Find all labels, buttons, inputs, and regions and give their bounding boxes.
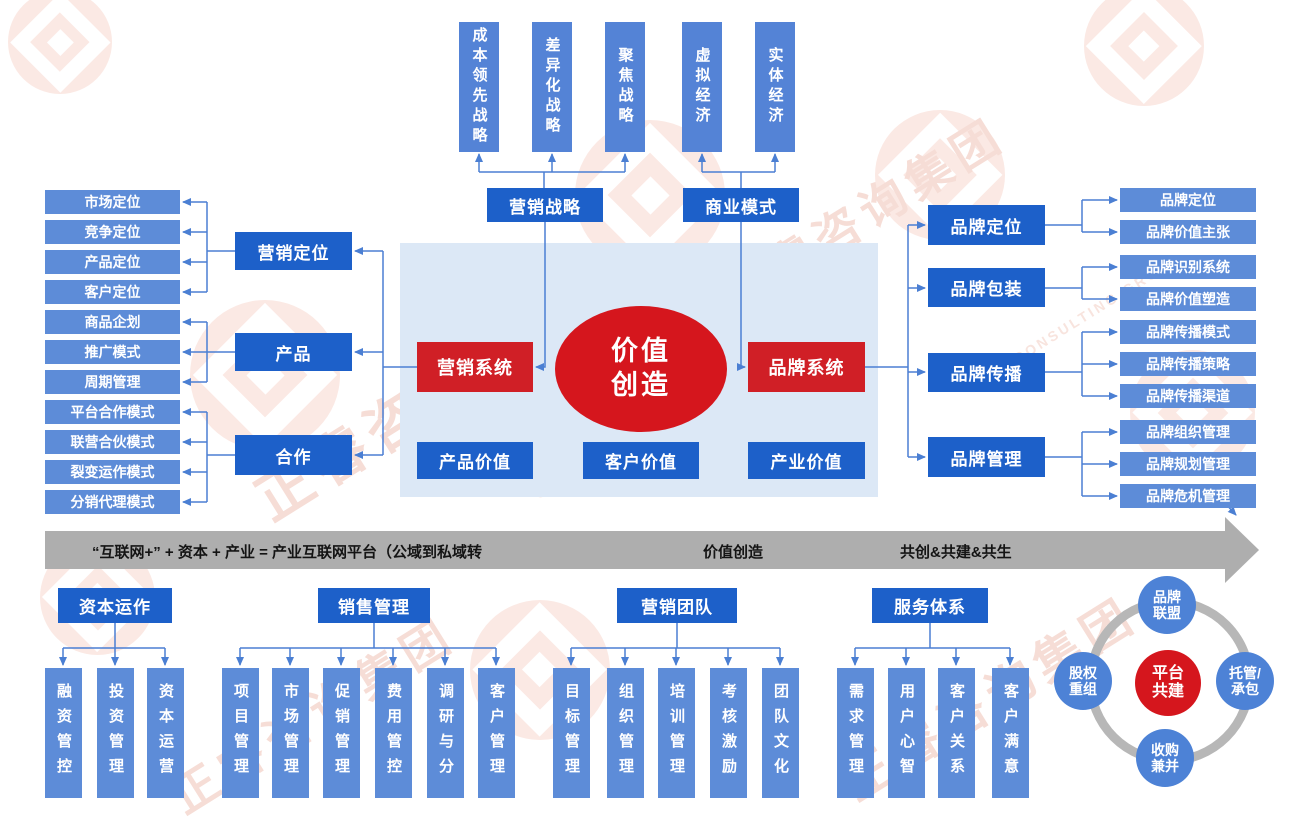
bottom-item: 目标管理	[553, 668, 590, 798]
platform-cobuild-line: 平台	[1151, 664, 1184, 682]
merger-acquisition-circle: 收购 兼并	[1136, 729, 1194, 787]
bottom-item: 用户心智	[888, 668, 925, 798]
bottom-item: 调研与分	[427, 668, 464, 798]
bottom-item: 团队文化	[762, 668, 799, 798]
satellite-line: 联盟	[1153, 605, 1181, 621]
right-item: 品牌组织管理	[1120, 420, 1256, 444]
economy-box-virtual: 虚拟经济	[682, 22, 722, 152]
bottom-item: 费用管控	[375, 668, 412, 798]
platform-cobuild-line: 共建	[1151, 683, 1184, 700]
right-item: 品牌识别系统	[1120, 255, 1256, 279]
brand-system-box: 品牌系统	[748, 342, 865, 392]
right-item: 品牌传播渠道	[1120, 384, 1256, 408]
marketing-positioning-box: 营销定位	[235, 232, 352, 270]
band-cocreation-text: 共创&共建&共生	[900, 544, 1012, 561]
left-item: 产品定位	[45, 250, 180, 274]
brand-positioning-box: 品牌定位	[928, 205, 1045, 245]
customer-value-box: 客户价值	[583, 442, 699, 479]
marketing-strategy-box: 营销战略	[487, 188, 603, 222]
capital-operation-header: 资本运作	[58, 588, 172, 623]
service-system-header: 服务体系	[872, 588, 988, 623]
right-item: 品牌传播模式	[1120, 320, 1256, 344]
bottom-item: 促销管理	[323, 668, 360, 798]
left-item: 分销代理模式	[45, 490, 180, 514]
bottom-item: 市场管理	[272, 668, 309, 798]
satellite-line: 承包	[1231, 681, 1259, 697]
bottom-item: 融资管控	[45, 668, 82, 798]
flow-band-arrowhead	[1225, 517, 1259, 583]
watermark-logo	[1084, 0, 1204, 106]
left-item: 推广模式	[45, 340, 180, 364]
right-item: 品牌定位	[1120, 188, 1256, 212]
bottom-item: 项目管理	[222, 668, 259, 798]
satellite-line: 品牌	[1153, 588, 1181, 605]
right-item: 品牌价值主张	[1120, 220, 1256, 244]
left-item: 市场定位	[45, 190, 180, 214]
right-item: 品牌危机管理	[1120, 484, 1256, 508]
bottom-item: 资本运营	[147, 668, 184, 798]
satellite-line: 重组	[1069, 681, 1097, 697]
strategy-box-focus: 聚焦战略	[605, 22, 645, 152]
bottom-item: 投资管理	[97, 668, 134, 798]
strategy-box-cost-leadership: 成本领先战略	[459, 22, 499, 152]
watermark-text: 正睿咨询集团	[162, 607, 465, 820]
platform-cobuild-circle: 平台 共建	[1135, 650, 1201, 716]
watermark-logo	[8, 0, 112, 94]
brand-packaging-box: 品牌包装	[928, 268, 1045, 307]
brand-alliance-circle: 品牌 联盟	[1138, 576, 1196, 634]
left-item: 平台合作模式	[45, 400, 180, 424]
brand-communication-box: 品牌传播	[928, 353, 1045, 392]
band-formula-text: “互联网+” + 资本 + 产业 = 产业互联网平台（公域到私域转	[92, 544, 483, 561]
bottom-item: 考核激励	[710, 668, 747, 798]
satellite-line: 股权	[1069, 664, 1097, 681]
satellite-line: 托管/	[1229, 664, 1261, 681]
cooperation-box: 合作	[235, 435, 352, 475]
left-item: 竞争定位	[45, 220, 180, 244]
business-model-box: 商业模式	[683, 188, 799, 222]
satellite-line: 收购	[1151, 741, 1179, 758]
industry-value-box: 产业价值	[748, 442, 865, 479]
bottom-item: 客户关系	[938, 668, 975, 798]
bottom-item: 组织管理	[607, 668, 644, 798]
bottom-item: 需求管理	[837, 668, 874, 798]
trusteeship-contract-circle: 托管/ 承包	[1216, 652, 1274, 710]
band-value-creation-text: 价值创造	[703, 544, 764, 561]
product-value-box: 产品价值	[417, 442, 533, 479]
bottom-item: 培训管理	[658, 668, 695, 798]
economy-box-physical: 实体经济	[755, 22, 795, 152]
right-item: 品牌价值塑造	[1120, 287, 1256, 311]
bottom-item: 客户满意	[992, 668, 1029, 798]
right-item: 品牌规划管理	[1120, 452, 1256, 476]
left-item: 联营合伙模式	[45, 430, 180, 454]
value-creation-line2: 创造	[611, 370, 671, 400]
value-creation-ellipse: 价值 创造	[555, 306, 727, 432]
left-item: 商品企划	[45, 310, 180, 334]
product-box: 产品	[235, 333, 352, 371]
satellite-line: 兼并	[1151, 758, 1179, 774]
left-item: 裂变运作模式	[45, 460, 180, 484]
equity-restructuring-circle: 股权 重组	[1054, 652, 1112, 710]
value-creation-line1: 价值	[611, 336, 671, 367]
marketing-team-header: 营销团队	[617, 588, 737, 623]
sales-management-header: 销售管理	[318, 588, 430, 623]
strategy-box-differentiation: 差异化战略	[532, 22, 572, 152]
right-item: 品牌传播策略	[1120, 352, 1256, 376]
left-item: 客户定位	[45, 280, 180, 304]
brand-management-box: 品牌管理	[928, 437, 1045, 477]
bottom-item: 客户管理	[478, 668, 515, 798]
marketing-system-box: 营销系统	[417, 342, 533, 392]
left-item: 周期管理	[45, 370, 180, 394]
